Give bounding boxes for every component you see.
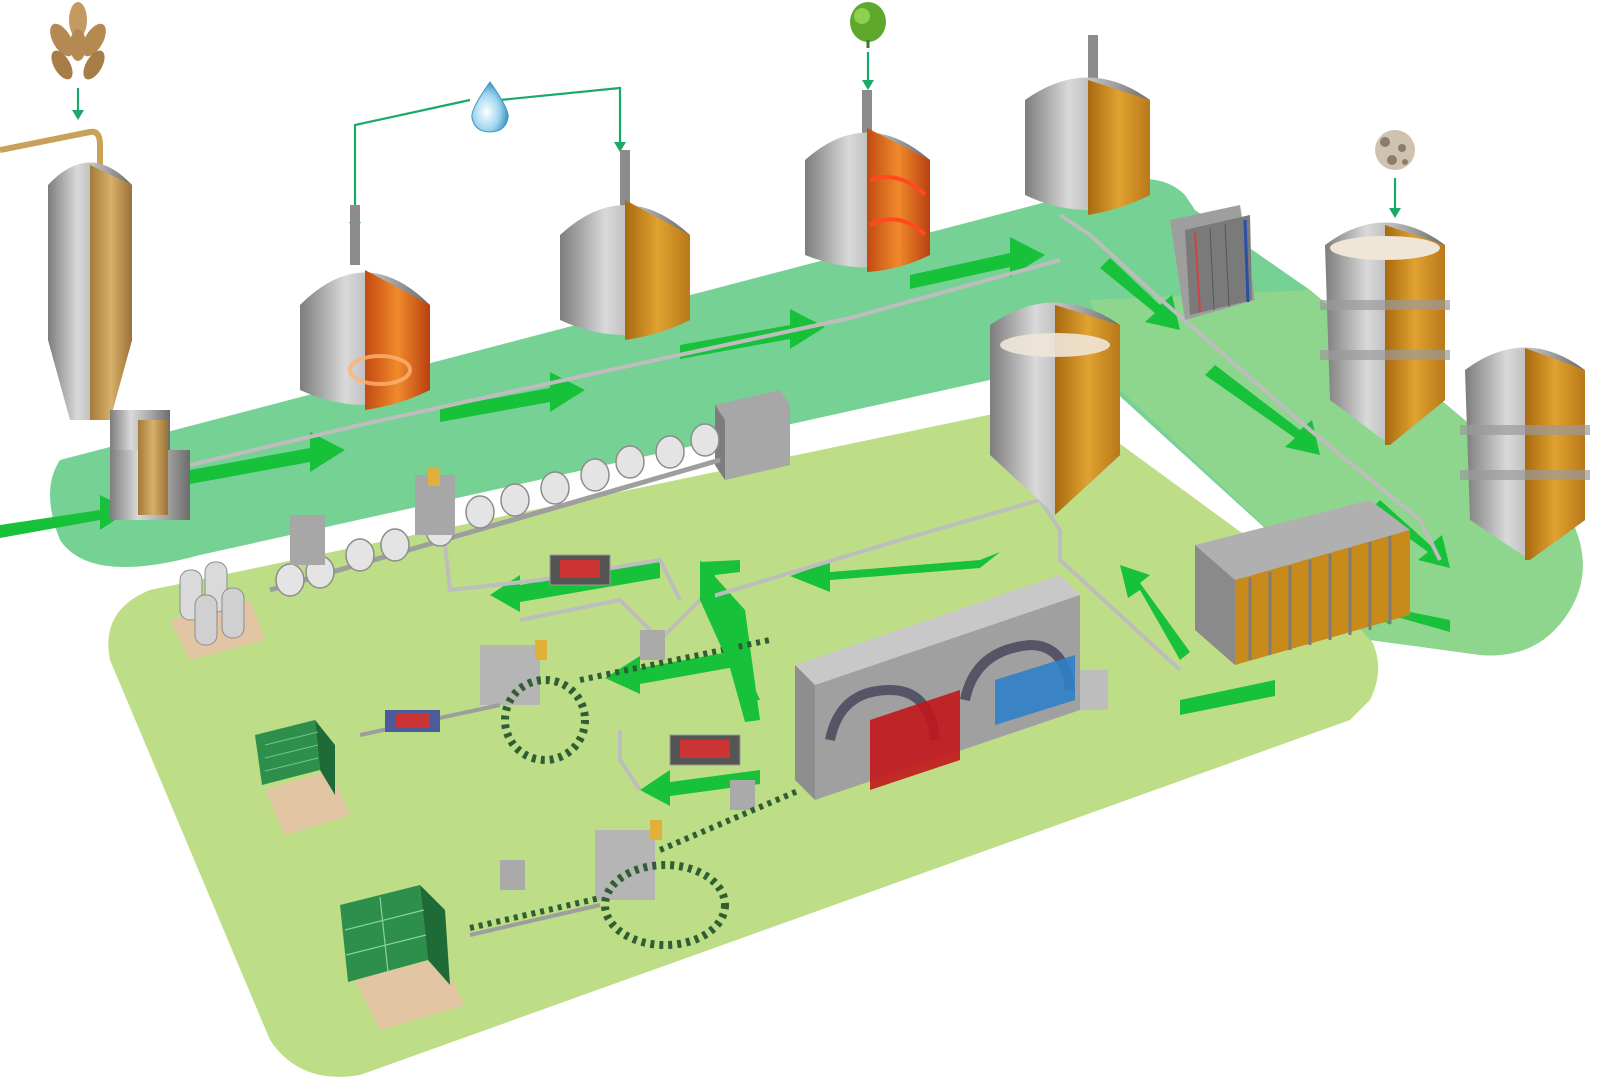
brewhouse-pipe xyxy=(189,258,1061,467)
keg-icon xyxy=(345,538,375,572)
yeast-icon xyxy=(1375,130,1415,170)
yeast-arrowhead xyxy=(1389,208,1401,218)
flow-arrow xyxy=(1120,565,1190,660)
hops-icon xyxy=(850,2,886,48)
supply-arrowheads xyxy=(72,80,1401,232)
filling-supply-arrow xyxy=(700,560,760,700)
bottle-pipe xyxy=(618,730,642,792)
flow-arrow xyxy=(605,650,740,694)
whirlpool xyxy=(1025,35,1150,215)
flow-arrow xyxy=(190,432,345,484)
cooler-pipe xyxy=(1058,213,1442,561)
cases-on-pallet xyxy=(255,720,350,835)
grain-icon xyxy=(50,2,106,80)
lauter-tun xyxy=(560,150,690,340)
filling-pipe xyxy=(519,498,1041,643)
kegs xyxy=(275,423,720,597)
malt-silo xyxy=(48,162,190,520)
filter xyxy=(1195,500,1410,665)
upper-bottle-line xyxy=(359,554,771,764)
keg-icon xyxy=(275,563,305,597)
keg-washer xyxy=(715,390,790,480)
keg-icon xyxy=(655,435,685,469)
bright-pipe xyxy=(1038,498,1182,672)
keg-icon xyxy=(580,458,610,492)
hops-arrowhead xyxy=(862,80,874,90)
keg-icon xyxy=(540,471,570,505)
flow-arrow xyxy=(910,237,1045,289)
pasteurizer xyxy=(795,575,1108,800)
keg-conveyor xyxy=(269,457,721,593)
flow-arrow xyxy=(640,770,760,806)
flow-arrow xyxy=(1205,365,1320,455)
water-drop-icon xyxy=(471,81,509,133)
flow-arrow xyxy=(790,552,1000,592)
keg-icon xyxy=(500,483,530,517)
flow-arrow xyxy=(440,372,585,422)
lower-bottle-line xyxy=(469,734,802,949)
keg-icon xyxy=(380,528,410,562)
malt-feed-pipe xyxy=(0,128,103,210)
wort-cooler xyxy=(1170,205,1255,320)
malt-arrowhead xyxy=(72,110,84,120)
bright-beer-zone xyxy=(1090,290,1583,656)
crates-on-pallet xyxy=(340,885,465,1030)
keg-filler xyxy=(290,468,455,565)
keg-icon xyxy=(690,423,720,457)
flow-arrow xyxy=(1180,680,1275,715)
keg-icon xyxy=(465,495,495,529)
maturation-tank xyxy=(1460,347,1590,560)
flow-arrow xyxy=(0,495,130,538)
flow-arrow xyxy=(490,560,660,612)
keg-icon xyxy=(615,445,645,479)
pipes xyxy=(0,128,1442,792)
flow-arrow xyxy=(1100,258,1180,330)
bright-beer-tank xyxy=(990,302,1120,515)
water-arrowhead xyxy=(614,142,626,152)
keg-pipe xyxy=(438,499,682,601)
supply-lines xyxy=(76,52,1397,225)
kegs-on-pallet xyxy=(170,561,265,660)
mash-tun xyxy=(300,205,430,410)
fermentation-tank xyxy=(1320,222,1450,445)
wort-kettle xyxy=(805,90,930,272)
water-supply-line xyxy=(353,86,622,225)
